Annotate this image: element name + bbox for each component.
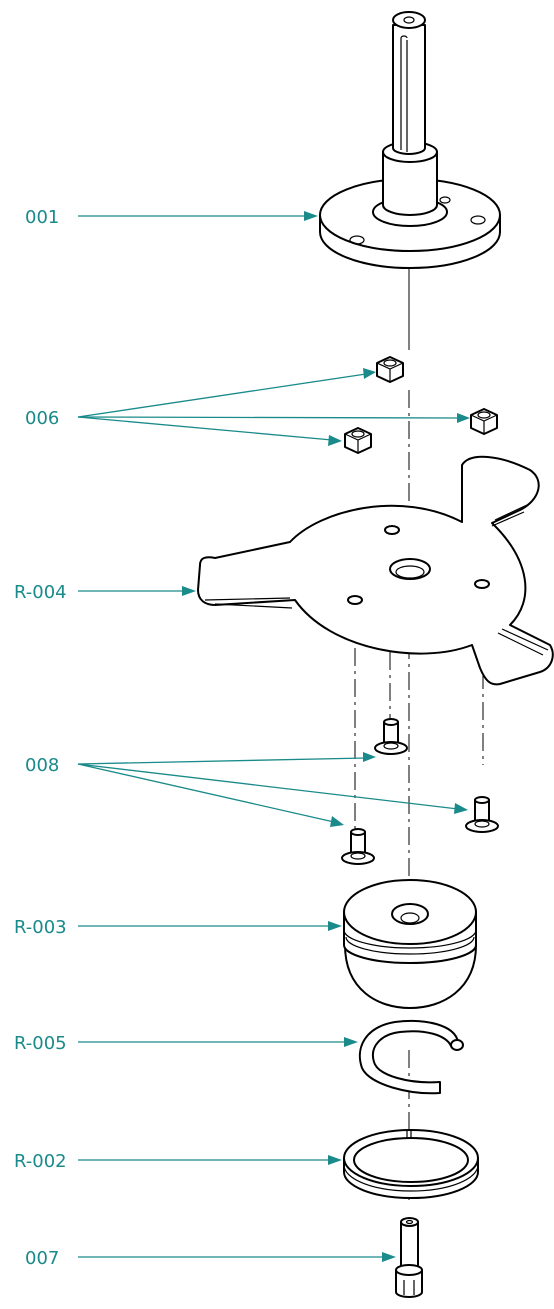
- part-008-rivet-right: [465, 796, 499, 833]
- part-R-004-plate: [197, 455, 554, 686]
- part-001-shaft-flange: [319, 11, 501, 269]
- part-008-rivet-left: [341, 828, 375, 865]
- part-006-nut-left: [344, 427, 372, 454]
- part-006-nut-top: [376, 356, 404, 383]
- part-R-002-bearing-ring: [343, 1129, 479, 1199]
- callout-R-002: R-002: [14, 1151, 67, 1172]
- callout-R-004: R-004: [14, 582, 67, 603]
- callout-leaders: [77, 211, 470, 1262]
- callout-006: 006: [25, 408, 59, 429]
- callout-008: 008: [25, 755, 59, 776]
- callout-007: 007: [25, 1248, 59, 1269]
- part-007-screw: [395, 1217, 423, 1298]
- callout-001: 001: [25, 207, 59, 228]
- callout-labels: 001 006 R-004 008 R-003 R-005 R-002 007: [14, 207, 67, 1269]
- part-006-nut-right: [470, 408, 498, 435]
- part-R-005-ring: [358, 1019, 464, 1095]
- part-008-rivet-top: [374, 718, 408, 755]
- callout-R-003: R-003: [14, 917, 67, 938]
- callout-R-005: R-005: [14, 1033, 67, 1054]
- part-R-003-hub: [343, 879, 477, 1009]
